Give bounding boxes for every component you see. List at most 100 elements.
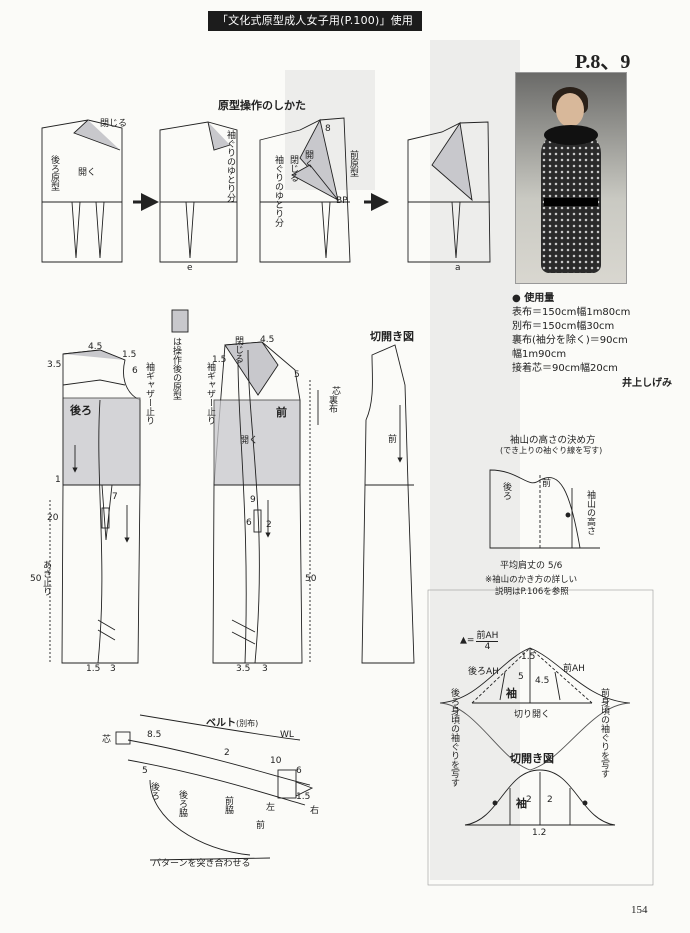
sleeve-slash-m2: 2 [526, 795, 532, 805]
sleeve-cap-subtitle: (でき上りの袖ぐり線を写す) [500, 446, 603, 455]
front-m2: 2 [266, 520, 272, 530]
sleeve-m45: 4.5 [535, 676, 550, 686]
belt-m10: 10 [270, 756, 282, 766]
back-label: 後ろ [70, 404, 92, 417]
front-m15: 1.5 [212, 355, 227, 365]
front-m3: 3 [262, 664, 268, 674]
back-m1: 1 [55, 475, 61, 485]
belt-interfacing: 芯 [102, 735, 112, 745]
legend-text: は操作後の原型 [171, 337, 181, 400]
belt-wl: WL [280, 730, 294, 740]
materials-line: 裏布(袖分を除く)＝90cm [512, 335, 628, 346]
sleeve-cap-diagram [489, 469, 600, 549]
front-m5: 5 [294, 370, 300, 380]
belt-pattern [115, 714, 314, 861]
designer-name: 井上しげみ [622, 378, 672, 389]
belt-m6: 6 [296, 766, 302, 776]
label-8: 8 [325, 124, 331, 134]
block-step-3 [259, 117, 351, 263]
front-m45: 4.5 [260, 335, 275, 345]
belt-m2: 2 [224, 748, 230, 758]
sleeve-front-copy: 前身頃の袖ぐりを写す [599, 688, 609, 778]
front-close: 閉じる [233, 336, 243, 363]
legend-swatch [171, 309, 189, 333]
back-m20: 20 [47, 513, 59, 523]
slash-front: 前 [388, 435, 398, 445]
label-open: 開く [303, 150, 313, 168]
sleeve-cap-title: 袖山の高さの決め方 [510, 435, 596, 446]
sleeve-m5: 5 [518, 672, 524, 682]
page-reference: P.8、9 [575, 51, 631, 73]
belt-join: パターンを突き合わせる [152, 859, 251, 869]
materials-line: 接着芯＝90cm幅20cm [512, 363, 618, 374]
back-sleeve-gather: 袖ギャザー止り [144, 362, 154, 425]
sleeve-slash-label: 袖 [516, 797, 527, 810]
belt-m5: 5 [142, 766, 148, 776]
label-bp: BP [336, 196, 348, 206]
sleeve-back-copy: 後ろ身頃の袖ぐりを写す [449, 688, 459, 787]
materials-list: ● 使用量 表布＝150cm幅1m80cm 別布＝150cm幅30cm 裏布(袖… [512, 292, 672, 391]
back-m50: 50 [30, 574, 42, 584]
belt-m15: 1.5 [296, 792, 311, 802]
back-m15: 1.5 [122, 350, 137, 360]
page-number: 154 [631, 904, 648, 916]
belt-m85: 8.5 [147, 730, 162, 740]
back-m3: 3 [110, 664, 116, 674]
sleeve-back-ah: 後ろAH [468, 667, 499, 677]
belt-back-side: 後ろ脇 [177, 790, 187, 817]
sleeve-slash-pattern [464, 769, 616, 826]
model-photo [515, 72, 627, 284]
sleeve-pattern [439, 647, 631, 771]
belt-right: 右 [310, 806, 320, 816]
belt-front-side: 前脇 [223, 796, 233, 814]
front-m35: 3.5 [236, 664, 251, 674]
sleeve-slash-m2b: 2 [547, 795, 553, 805]
back-m15b: 1.5 [86, 664, 101, 674]
belt-left: 左 [266, 803, 276, 813]
slash-title: 切開き図 [370, 330, 414, 343]
sleeve-m15: 1.5 [521, 652, 536, 662]
label-armhole-ease: 袖ぐりのゆとり分 [273, 155, 283, 227]
block-step-4 [407, 121, 491, 263]
back-pattern [49, 349, 141, 664]
block-operation-title: 原型操作のしかた [218, 99, 306, 112]
front-label: 前 [276, 406, 287, 419]
slash-lining: 裏布 [327, 395, 337, 413]
label-close: 閉じる [100, 119, 128, 129]
sleeve-cap-back: 後ろ [501, 482, 511, 500]
sleeve-box [427, 589, 654, 886]
label-back-block: 後ろ原型 [49, 155, 59, 191]
slash-diagram [317, 344, 415, 664]
materials-heading: ● 使用量 [512, 293, 555, 304]
materials-line: 幅1m90cm [512, 349, 567, 360]
label-e: e [187, 263, 193, 273]
back-m35: 3.5 [47, 360, 62, 370]
sleeve-slash-open: 切り開く [514, 710, 551, 720]
sleeve-cap-note: ※袖山のかき方の詳しい説明はP.106を参照 [485, 575, 578, 597]
bleed-through-column [430, 40, 520, 880]
sleeve-slash-m12: 1.2 [532, 828, 547, 838]
label-close: 閉じる [288, 155, 298, 182]
front-m50: 50 [305, 574, 317, 584]
materials-line: 別布＝150cm幅30cm [512, 321, 615, 332]
sleeve-label: 袖 [506, 687, 517, 700]
block-step-2 [159, 121, 238, 263]
header-title: 「文化式原型成人女子用(P.100)」使用 [208, 11, 422, 31]
sleeve-front-ah: 前AH [563, 664, 585, 674]
back-m45: 4.5 [88, 342, 103, 352]
sleeve-cap-height: 袖山の高さ [585, 490, 595, 535]
label-a: a [455, 263, 461, 273]
front-m6: 6 [246, 518, 252, 528]
belt-front: 前 [256, 821, 266, 831]
sleeve-cap-front: 前 [542, 479, 552, 489]
front-sleeve-gather: 袖ギャザー止り [205, 362, 215, 425]
sleeve-slash-title: 切開き図 [510, 752, 554, 765]
belt-title: ベルト(別布) [206, 718, 259, 729]
front-m9: 9 [250, 495, 256, 505]
belt-back: 後ろ [149, 782, 159, 800]
back-m7: 7 [112, 492, 118, 502]
back-m6: 6 [132, 366, 138, 376]
